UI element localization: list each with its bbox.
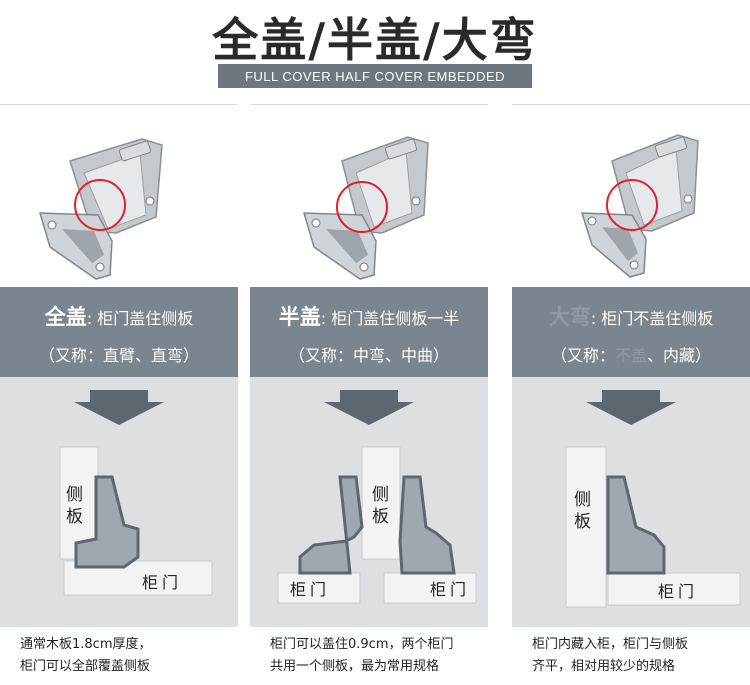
type-alias: （又称：不盖、内藏） [550,346,712,365]
type-description: : 柜门盖住侧板 [86,309,194,328]
hinge-photo [250,104,488,288]
door-label: 柜门 [658,582,698,601]
side-panel-label: 板 [372,507,389,527]
down-arrow-icon [324,390,414,425]
install-diagram: 侧 板 柜门 [0,377,238,627]
panel-embedded: 大弯: 柜门不盖住侧板 （又称：不盖、内藏） 侧 板 柜门 柜门内藏入柜，柜门与… [512,104,750,685]
panel-full-cover: 全盖: 柜门盖住侧板 （又称：直臂、直弯） 侧 板 柜门 通常木板1.8cm厚度… [0,104,238,685]
door-label-right: 柜门 [430,580,470,599]
panel-header: 大弯: 柜门不盖住侧板 （又称：不盖、内藏） [512,287,750,377]
panel-header: 全盖: 柜门盖住侧板 （又称：直臂、直弯） [0,287,238,377]
panel-note: 柜门可以盖住0.9cm，两个柜门 共用一个侧板，最为常用规格 [250,627,488,685]
panel-half-cover: 半盖: 柜门盖住侧板一半 （又称：中弯、中曲） 侧 板 柜门 柜门 柜门可以盖住… [250,104,488,685]
type-alias: （又称：中弯、中曲） [288,346,449,365]
door-label-left: 柜门 [290,580,330,599]
panel-header: 半盖: 柜门盖住侧板一半 （又称：中弯、中曲） [250,287,488,377]
door-label: 柜门 [142,573,182,592]
down-arrow-icon [586,390,676,425]
hinge-photo [512,104,750,288]
side-panel-label: 侧 [66,485,83,505]
side-panel-label: 板 [66,507,83,527]
hinge-photo [0,104,238,288]
side-panel-label: 板 [574,512,591,532]
panel-note: 柜门内藏入柜，柜门与侧板 齐平，相对用较少的规格 [512,627,750,685]
type-description: : 柜门不盖住侧板 [590,309,714,328]
install-diagram: 侧 板 柜门 [512,377,750,627]
type-name: 半盖 [278,305,321,329]
install-diagram: 侧 板 柜门 柜门 [250,377,488,627]
type-name: 大弯 [548,305,591,329]
down-arrow-icon [74,390,164,425]
type-description: : 柜门盖住侧板一半 [320,309,460,328]
page-title: 全盖/半盖/大弯 [212,13,538,67]
side-panel-label: 侧 [574,490,591,510]
side-panel-label: 侧 [372,485,389,505]
page-subtitle: FULL COVER HALF COVER EMBEDDED [218,64,532,88]
type-alias: （又称：直臂、直弯） [38,346,199,365]
panel-note: 通常木板1.8cm厚度， 柜门可以全部覆盖侧板 [0,627,238,685]
type-name: 全盖 [44,305,87,329]
